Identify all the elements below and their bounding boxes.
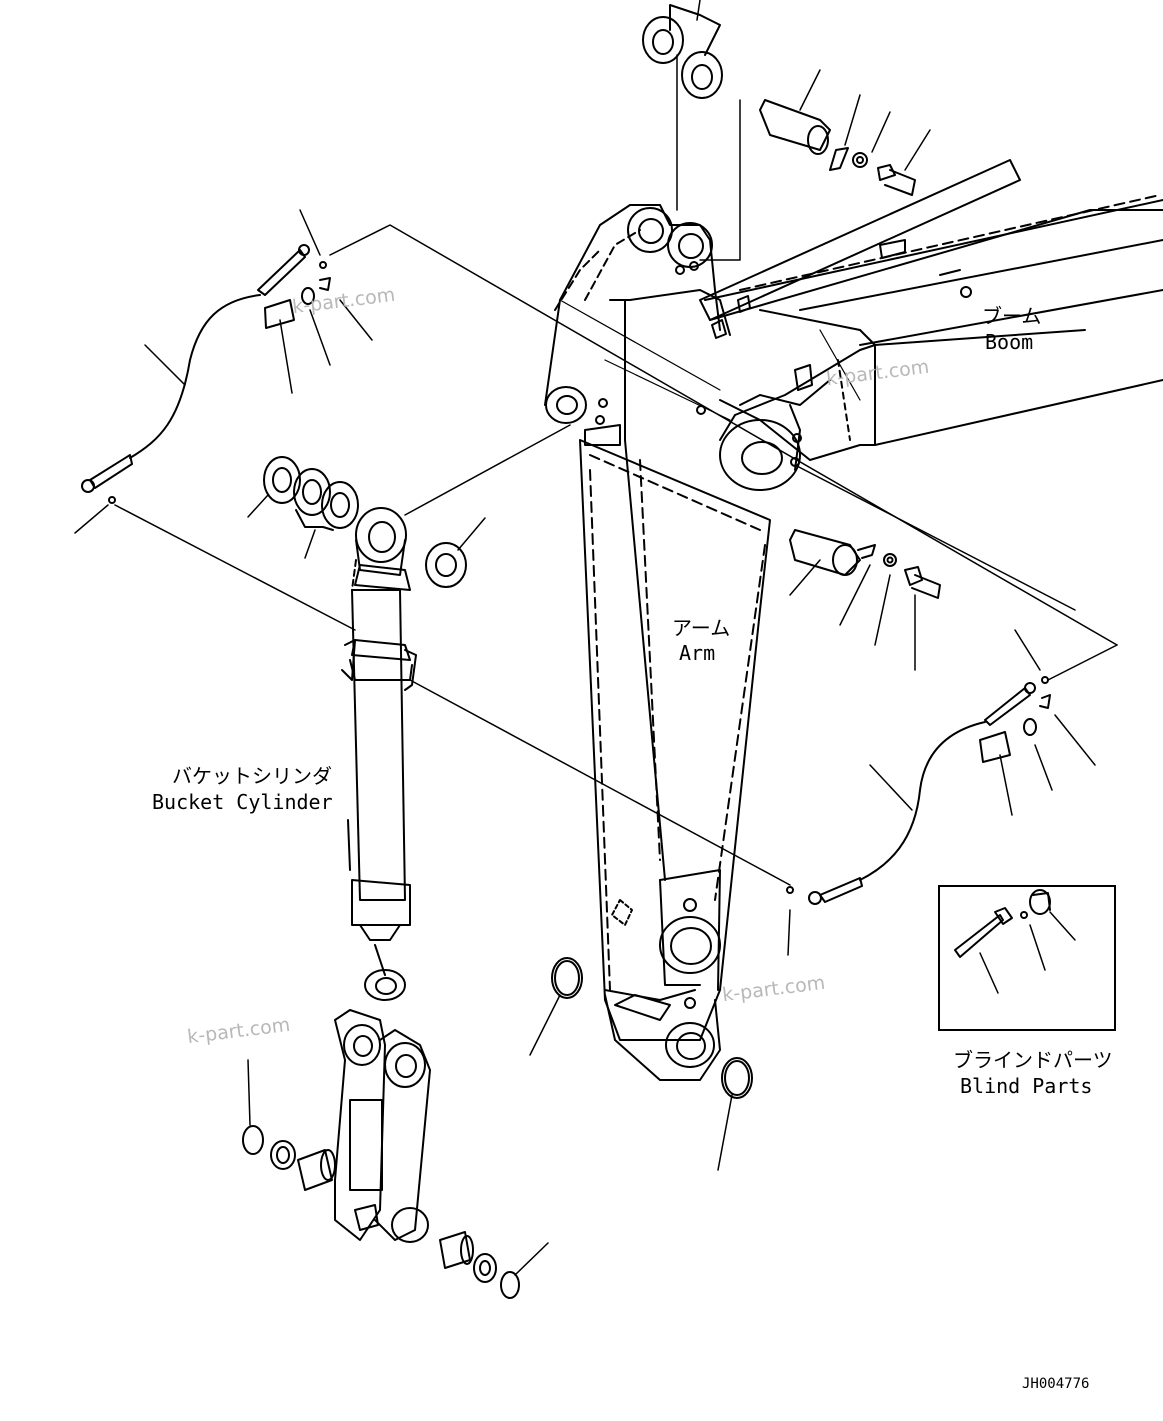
arm: [544, 204, 771, 1081]
grease-line-right: [786, 676, 1051, 905]
blind-parts-drawing: [954, 889, 1076, 994]
shims-left: [263, 456, 467, 588]
leader-lines: [74, 0, 1118, 1276]
arm-pin-top: [642, 4, 916, 196]
arm-pin-mid: [789, 529, 941, 599]
grease-line-left: [81, 244, 331, 504]
boom: [699, 159, 1163, 491]
drawing-code: JH004776: [1022, 1376, 1090, 1392]
boom-label-en: Boom: [985, 330, 1034, 354]
bucket-link: [334, 1009, 431, 1243]
arm-label-en: Arm: [679, 641, 716, 665]
boom-label-jp: ブーム: [982, 304, 1042, 328]
blind-parts-inset-frame: [938, 885, 1116, 1031]
bucket-cylinder-label-jp: バケットシリンダ: [172, 764, 332, 788]
bucket-cylinder: [341, 507, 417, 1001]
bucket-cylinder-label-en: Bucket Cylinder: [152, 790, 333, 814]
blind-parts-label-jp: ブラインドパーツ: [953, 1048, 1113, 1072]
blind-parts-label-en: Blind Parts: [960, 1074, 1093, 1098]
arm-label-jp: アーム: [672, 616, 731, 640]
